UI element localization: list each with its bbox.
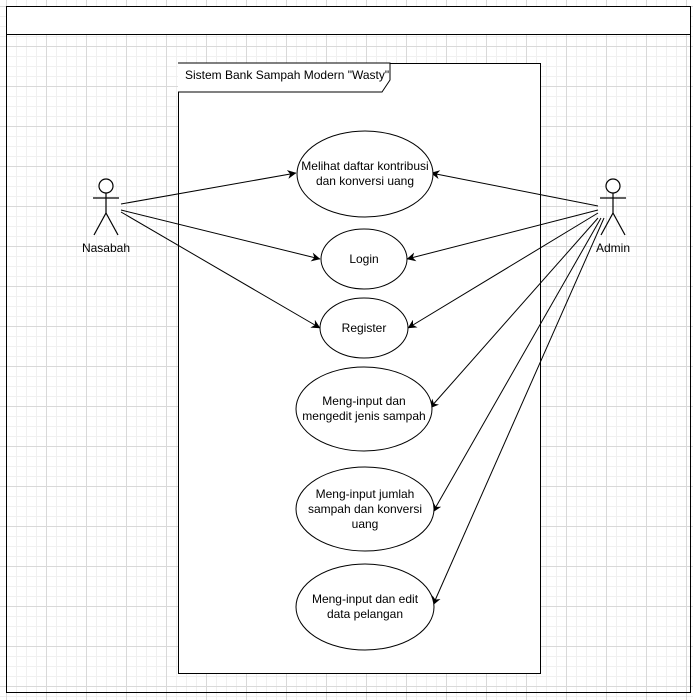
- assoc-nasabah-login: [120, 209, 321, 262]
- usecase-input-jumlah-label: Meng-input jumlah sampah dan konversi ua…: [307, 486, 423, 531]
- actor-nasabah-figure[interactable]: [93, 178, 119, 236]
- diagram-title-bar: [6, 6, 691, 35]
- assoc-admin-input-pelanggan: [432, 217, 605, 606]
- assoc-admin-input-jenis: [429, 217, 599, 409]
- usecase-input-jenis-ellipse[interactable]: [295, 366, 433, 452]
- assoc-nasabah-lihat-kontribusi: [120, 170, 297, 205]
- assoc-nasabah-register: [120, 211, 321, 329]
- system-title: Sistem Bank Sampah Modern "Wasty": [185, 68, 390, 82]
- usecase-input-jumlah-ellipse[interactable]: [295, 466, 435, 552]
- usecase-login-ellipse[interactable]: [320, 228, 408, 290]
- actor-nasabah-label: Nasabah: [81, 241, 131, 255]
- assoc-admin-login: [406, 209, 599, 262]
- usecase-register-label: Register: [341, 320, 387, 335]
- assoc-admin-lihat-kontribusi: [430, 170, 599, 207]
- actor-admin-figure[interactable]: [600, 178, 626, 236]
- usecase-input-jenis-label: Meng-input dan mengedit jenis sampah: [302, 394, 426, 423]
- assoc-admin-input-jumlah: [432, 217, 602, 513]
- usecase-register-ellipse[interactable]: [319, 297, 409, 359]
- usecase-lihat-kontribusi-ellipse[interactable]: [296, 130, 434, 218]
- usecase-lihat-kontribusi-label: Melihat daftar kontribusi dan konversi u…: [301, 159, 429, 188]
- actor-admin-label: Admin: [595, 241, 630, 255]
- usecase-input-pelanggan-label: Meng-input dan edit data pelangan: [311, 592, 419, 621]
- system-title-tab: [178, 62, 391, 93]
- usecase-input-pelanggan-ellipse[interactable]: [295, 563, 435, 651]
- usecase-login-label: Login: [349, 251, 379, 266]
- assoc-admin-register: [407, 212, 599, 329]
